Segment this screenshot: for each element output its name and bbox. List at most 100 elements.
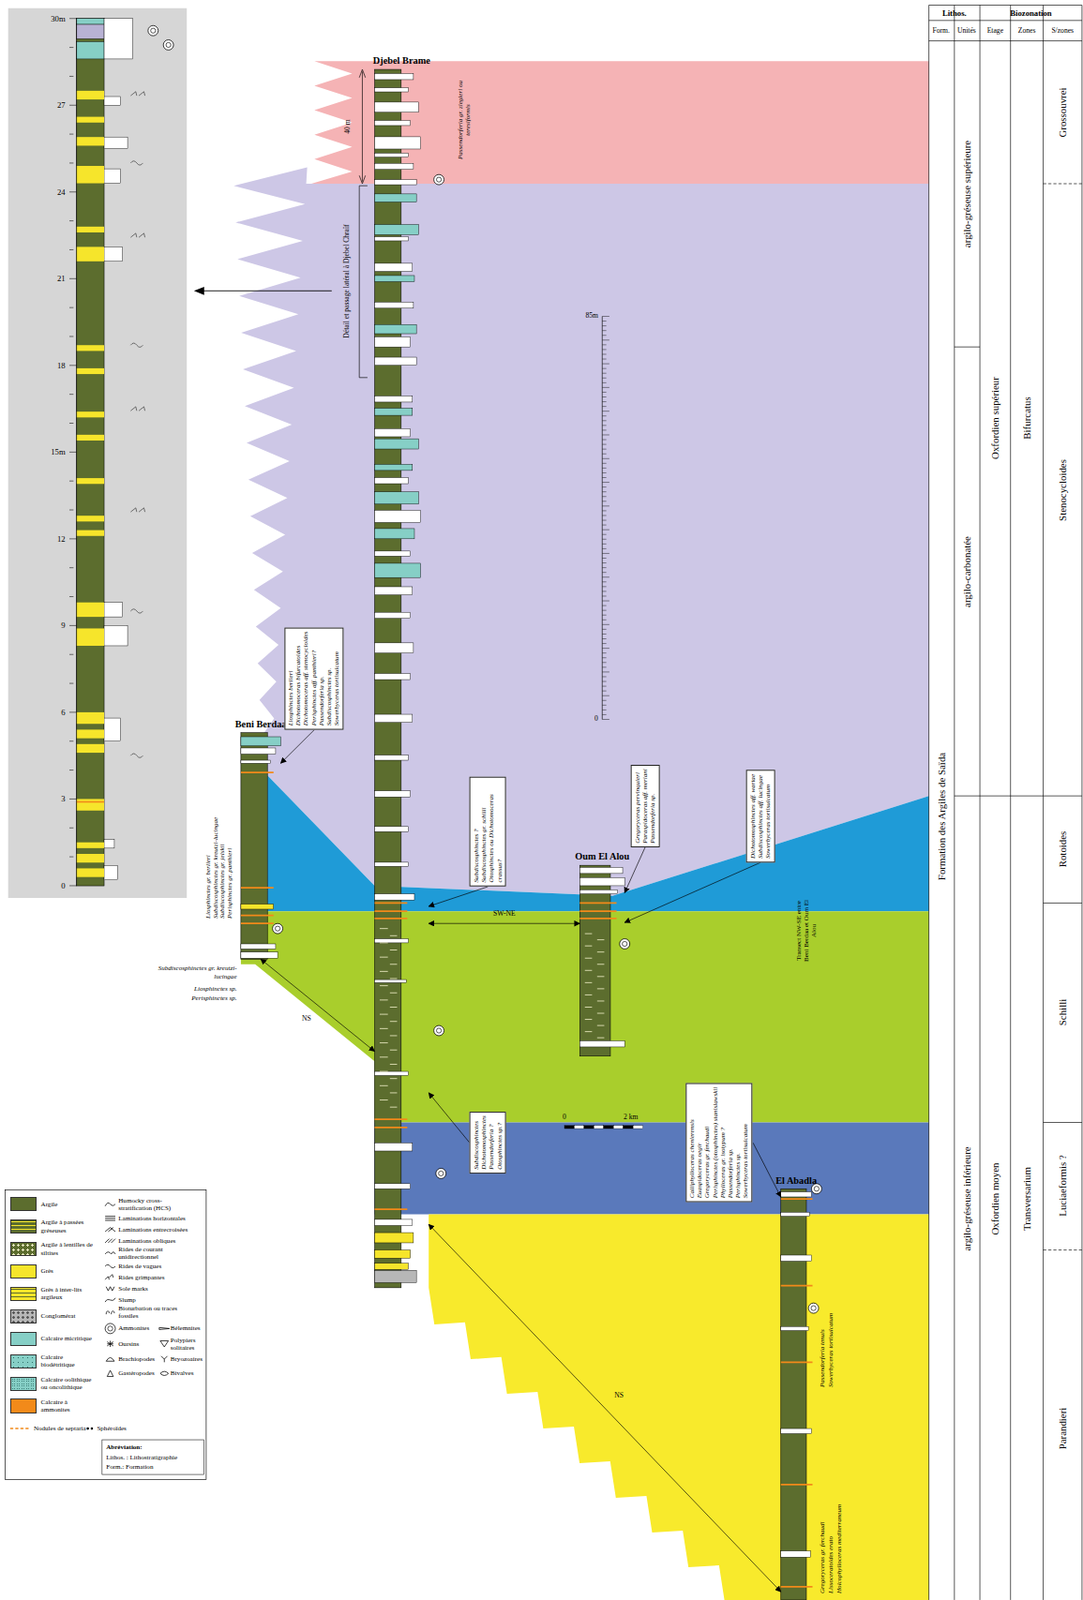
- scale-tick: [69, 538, 77, 540]
- species-name: Passendorferia ?: [487, 1115, 496, 1171]
- species-name: Subdiscosphinctes aff. lucingae: [756, 774, 765, 859]
- siltite-lens: [597, 951, 605, 953]
- legend-swatch: [10, 1219, 37, 1234]
- scale-tick: [601, 449, 606, 451]
- siltite-lens: [390, 1007, 398, 1008]
- siltite-lens: [379, 928, 389, 930]
- fossil-list-box: Subdiscosphinctes ?Subdiscosphinctes gr.…: [469, 777, 507, 888]
- bracket: [359, 185, 361, 378]
- scale-tick: [601, 424, 606, 426]
- table-rule: [1043, 902, 1083, 904]
- siltite-lens: [379, 1056, 389, 1058]
- siltite-lens: [597, 1037, 605, 1039]
- siltite-lens: [597, 1025, 605, 1027]
- legend-text: Argile à lentilles de siltites: [41, 1241, 98, 1257]
- scale-tick: [69, 798, 77, 800]
- bed: [375, 612, 411, 619]
- scale-tick: [601, 534, 606, 536]
- sandstone-bed: [76, 515, 105, 522]
- section-title: El Abadla: [775, 1175, 817, 1187]
- bed: [375, 979, 407, 983]
- legend-text: Gastéropodes: [118, 1369, 154, 1378]
- scale-tick: [601, 330, 606, 331]
- zone-band: [311, 60, 930, 184]
- scale-tick: [601, 610, 606, 612]
- ammonite-symbol: [811, 1306, 816, 1311]
- table-rule: [1042, 4, 1044, 1600]
- scale-tick: [69, 393, 74, 395]
- bed: [375, 714, 413, 723]
- section-column: Oum El Alou: [579, 865, 625, 1057]
- bed: [375, 73, 414, 80]
- bed: [375, 237, 409, 241]
- bed: [104, 625, 128, 647]
- scale-number: 18: [57, 361, 66, 371]
- legend-symbol: [10, 1428, 31, 1430]
- siltite-lens: [390, 949, 398, 951]
- legend-symbol: [105, 1228, 116, 1233]
- ammonite-limestone: [781, 1285, 813, 1288]
- sandstone-bed: [76, 435, 105, 441]
- siltite-lens: [390, 1050, 398, 1052]
- siltite-lens: [379, 1042, 389, 1044]
- scale-tick: [601, 562, 606, 564]
- scale-tick: [69, 596, 74, 598]
- ammonite-symbol: [150, 28, 156, 33]
- species-name: Euaspidoceras oegir: [696, 1087, 705, 1199]
- species-name: Perisphinctes sp.: [735, 1087, 743, 1199]
- ammonite-symbol: [808, 1303, 819, 1314]
- scale-tick: [601, 344, 606, 346]
- scale-tick: [601, 391, 606, 393]
- sandstone-bed: [76, 478, 105, 484]
- stratigraphic-unit: Grossouvrei: [1056, 87, 1069, 137]
- legend-text: Conglomérat: [41, 1312, 76, 1321]
- scale-number: 0: [594, 715, 599, 724]
- scale-tick: [69, 740, 74, 742]
- zone-band: [375, 1122, 930, 1215]
- scale-tick: [601, 467, 606, 469]
- sandstone-bed: [375, 1233, 414, 1244]
- scale-tick: [601, 595, 606, 597]
- species-name: Holcophylloceras mediterraneum: [835, 1504, 843, 1595]
- legend-text: Calcaire oolithique ou oncolithique: [41, 1376, 98, 1392]
- legend-text: Polypiers solitaires: [170, 1337, 204, 1353]
- scale-tick: [69, 711, 77, 713]
- scale-number: 12: [57, 534, 66, 544]
- zone-band: [375, 1214, 930, 1600]
- species-name: Calliphylloceras chenierensis: [689, 1087, 697, 1199]
- scale-tick: [69, 307, 74, 309]
- scale-tick: [69, 857, 74, 858]
- legend-symbol: [106, 1370, 114, 1378]
- scale-tick: [601, 695, 610, 697]
- scale-tick: [601, 633, 606, 635]
- ammonite-limestone: [375, 1118, 408, 1121]
- bracket: [359, 185, 368, 187]
- siltite-lens: [379, 999, 389, 1001]
- ammonite-symbol: [165, 42, 171, 47]
- ammonite-symbol: [163, 39, 174, 50]
- bed: [781, 1326, 809, 1331]
- leader-line: [624, 862, 761, 923]
- scale-tick: [601, 410, 610, 412]
- scale-tick: [601, 315, 610, 317]
- abbreviation-text: Form.: Formation: [105, 1463, 153, 1472]
- scale-tick: [601, 420, 606, 422]
- table-rule: [1043, 182, 1083, 184]
- limestone-bed: [76, 18, 105, 25]
- table-header: Unités: [957, 26, 977, 35]
- legend-text: Rides de vagues: [118, 1263, 162, 1271]
- transect-arrow: [428, 1224, 782, 1593]
- section-column: El Abadla: [781, 1188, 813, 1600]
- scale-tick: [601, 681, 606, 683]
- limestone-bed: [375, 324, 418, 334]
- scale-tick: [601, 505, 610, 507]
- scale-tick: [601, 661, 606, 663]
- bed: [375, 1219, 413, 1227]
- legend-text: Calcaire biodétritique: [41, 1353, 98, 1369]
- scale-tick: [601, 586, 606, 587]
- species-name: Passendorferia tenuis: [818, 1330, 827, 1389]
- scale-tick: [601, 406, 606, 407]
- ammonite-limestone: [76, 801, 105, 804]
- dimension-line: [361, 71, 363, 182]
